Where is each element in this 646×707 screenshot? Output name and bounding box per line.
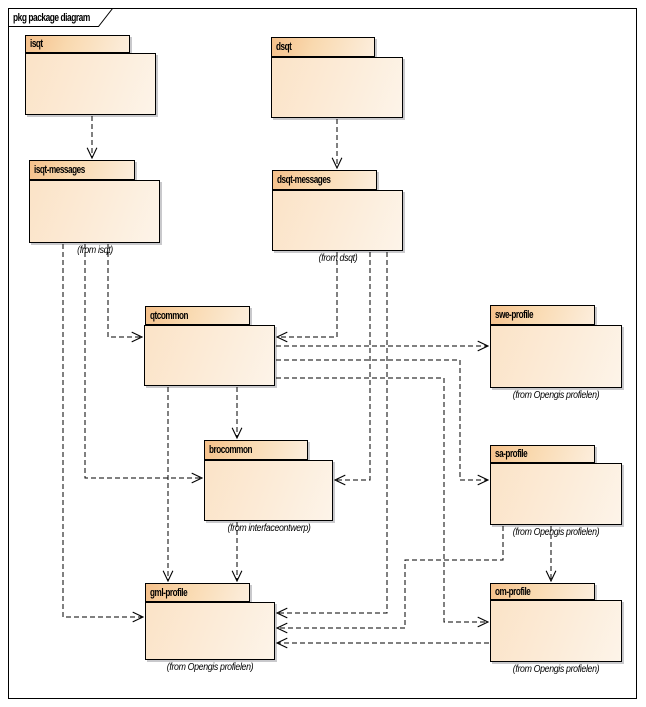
package-from-label: (from Opengis profielen) <box>512 527 600 538</box>
package-isqt-body[interactable] <box>25 53 156 115</box>
package-swe-profile-body[interactable] <box>490 325 622 388</box>
package-label: dsqt <box>276 41 292 53</box>
dependency-edge-qtcommon-to-om-profile[interactable] <box>276 377 488 622</box>
edges-group <box>62 116 551 643</box>
package-qtcommon-body[interactable] <box>144 325 275 386</box>
package-label: brocommon <box>209 444 253 456</box>
frame-tab <box>8 8 114 27</box>
package-label: swe-profile <box>495 309 534 321</box>
package-brocommon-body[interactable] <box>204 460 333 521</box>
package-dsqt-title[interactable]: dsqt <box>271 37 375 57</box>
dependency-edge-qtcommon-to-sa-profile[interactable] <box>276 359 488 480</box>
package-label: isqt-messages <box>34 164 85 176</box>
frame-tab-label: pkg package diagram <box>13 12 90 24</box>
dependency-edge-dsqt-messages-to-qtcommon[interactable] <box>277 252 338 337</box>
package-om-profile-body[interactable] <box>490 600 622 662</box>
package-from-label: (from Opengis profielen) <box>166 662 254 673</box>
package-dsqt-messages-body[interactable] <box>272 190 403 251</box>
package-label: om-profile <box>495 585 531 598</box>
package-label: sa-profile <box>495 448 528 460</box>
dependency-edge-sa-profile-to-gml-profile[interactable] <box>277 526 504 628</box>
dependency-edge-dsqt-messages-to-brocommon[interactable] <box>335 252 371 480</box>
dependency-edge-dsqt-messages-to-gml-profile[interactable] <box>277 252 388 613</box>
package-isqt-title[interactable]: isqt <box>25 35 130 53</box>
package-isqt-messages-body[interactable] <box>29 180 160 243</box>
dependency-edge-isqt-messages-to-brocommon[interactable] <box>84 244 202 478</box>
package-label: isqt <box>30 38 43 50</box>
package-from-label: (from Opengis profielen) <box>512 390 600 401</box>
package-dsqt-messages-title[interactable]: dsqt-messages <box>272 170 377 190</box>
package-from-label: (from interfaceontwerp) <box>227 523 310 534</box>
package-from-label: (from isqt) <box>76 245 113 256</box>
package-label: qtcommon <box>150 309 189 322</box>
package-gml-profile-body[interactable] <box>145 602 275 660</box>
package-qtcommon-title[interactable]: qtcommon <box>145 306 250 325</box>
package-label: dsqt-messages <box>277 174 331 186</box>
package-gml-profile-title[interactable]: gml-profile <box>145 583 250 602</box>
package-brocommon-title[interactable]: brocommon <box>204 440 308 460</box>
package-label: gml-profile <box>150 586 188 599</box>
package-from-label: (from Opengis profielen) <box>512 664 600 675</box>
package-sa-profile-title[interactable]: sa-profile <box>490 445 595 463</box>
package-dsqt-body[interactable] <box>271 57 403 118</box>
package-swe-profile-title[interactable]: swe-profile <box>490 305 595 325</box>
package-from-label: (from dsqt) <box>318 253 357 264</box>
package-sa-profile-body[interactable] <box>490 463 622 525</box>
dependency-edge-isqt-messages-to-qtcommon[interactable] <box>107 244 142 337</box>
dependency-edge-isqt-messages-to-gml-profile[interactable] <box>62 244 143 617</box>
package-om-profile-title[interactable]: om-profile <box>490 583 595 600</box>
package-isqt-messages-title[interactable]: isqt-messages <box>29 160 135 180</box>
frame-border <box>8 8 637 699</box>
